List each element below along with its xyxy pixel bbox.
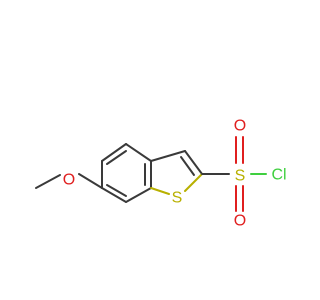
thiophene-bond-c8-sulfur [184, 173, 203, 192]
methoxy-oxygen-label: O [63, 172, 75, 189]
benzene-bond-c5-c6 [125, 187, 152, 203]
benzene-bond-c6-c1-inner [106, 184, 127, 197]
sulfonyl-bottom-oxygen-label: O [234, 213, 246, 230]
benzene-bond-c2-c3-inner [106, 150, 127, 165]
benzene-bond-c2-c3 [101, 143, 127, 162]
methyl-to-oxygen-bond [35, 174, 61, 189]
oxygen-to-ring-carbon-bond [78, 173, 103, 189]
sulfonyl-top-oxygen-label: O [234, 118, 246, 135]
molecule-structure-diagram: O S S O O Cl [35, 118, 287, 230]
atom-label-layer: O S S O O Cl [63, 118, 287, 230]
ring-sulfur-label: S [172, 190, 183, 207]
thiophene-bond-c7-c8 [184, 150, 203, 175]
thiophene-bond-sulfur-c5 [150, 187, 170, 195]
bond-layer [35, 136, 267, 212]
benzene-bond-c6-c1 [101, 187, 127, 203]
sulfonyl-sulfur-label: S [235, 168, 246, 185]
thiophene-bond-c7-c8-inner [180, 156, 195, 176]
chlorine-label: Cl [271, 167, 286, 184]
thiophene-bond-c4-c7 [150, 150, 186, 162]
benzene-bond-c3-c4 [125, 143, 152, 162]
